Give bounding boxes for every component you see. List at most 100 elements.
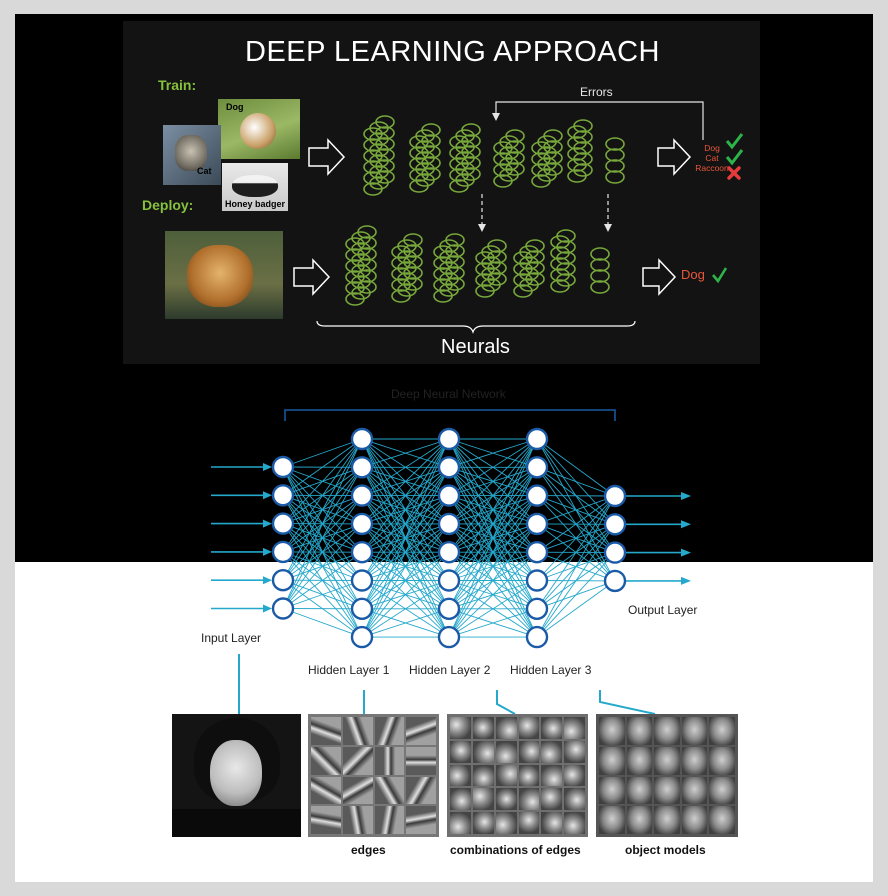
- errors-feedback-line: [495, 101, 704, 140]
- feature-cell: [599, 806, 625, 834]
- feature-cell: [406, 806, 436, 834]
- feature-cell: [311, 717, 341, 745]
- input-arrowhead: [263, 491, 272, 500]
- dnn-node: [525, 625, 549, 649]
- neuron: [403, 244, 423, 258]
- feature-cell: [495, 788, 517, 811]
- input-arrowhead: [263, 463, 272, 471]
- feature-cell: [450, 764, 471, 787]
- neuron: [605, 137, 625, 151]
- dnn-edge: [282, 438, 363, 609]
- dnn-edge: [361, 551, 450, 638]
- feature-cell: [541, 788, 563, 811]
- neuron: [375, 148, 395, 162]
- dnn-edge: [282, 608, 363, 638]
- train-output-arrow: [657, 138, 692, 176]
- feature-cell: [406, 776, 436, 805]
- edges-cells: [311, 717, 436, 834]
- input-arrowhead: [263, 576, 272, 585]
- dnn-edge: [361, 608, 450, 638]
- deploy-dog-photo: [165, 231, 283, 319]
- dnn-edge: [536, 495, 616, 553]
- neuron: [445, 244, 465, 258]
- dnn-edges: [211, 438, 691, 638]
- dnn-node: [525, 427, 549, 451]
- train-output-list: Dog Cat Raccoon: [690, 143, 734, 173]
- dashed-arrowhead-left: [478, 224, 486, 232]
- top-neuron-groups: [345, 115, 625, 306]
- output-arrowhead: [681, 520, 691, 529]
- neuron: [487, 239, 507, 253]
- feature-cell: [495, 740, 517, 763]
- feature-cell: [654, 776, 680, 805]
- dnn-node: [525, 597, 549, 620]
- neuron: [573, 119, 593, 133]
- dnn-node: [525, 541, 549, 564]
- dnn-node: [271, 569, 295, 592]
- caption-object-models: object models: [625, 843, 706, 857]
- neuron: [375, 137, 395, 151]
- neuron: [556, 229, 576, 243]
- feature-cell: [472, 740, 494, 763]
- dnn-node: [350, 456, 374, 479]
- dnn-edge: [361, 438, 450, 468]
- neuron: [375, 170, 395, 184]
- neuron: [590, 269, 610, 283]
- neuron: [556, 240, 576, 254]
- neuron: [543, 129, 563, 143]
- feature-cell: [495, 812, 517, 834]
- feature-cell: [406, 717, 436, 745]
- neuron: [461, 123, 481, 137]
- feature-cell: [654, 717, 680, 745]
- neuron: [461, 145, 481, 159]
- dnn-edge: [448, 467, 538, 638]
- dnn-nodes: [271, 427, 627, 649]
- object-models-grid: [596, 714, 738, 837]
- neuron: [461, 134, 481, 148]
- feature-cell: [654, 746, 680, 775]
- feature-cell: [654, 806, 680, 834]
- dnn-edge: [282, 551, 363, 609]
- feature-cell: [495, 764, 517, 787]
- neuron: [487, 272, 507, 286]
- dnn-node: [525, 484, 549, 507]
- dnn-node: [437, 456, 461, 479]
- neuron: [525, 239, 545, 253]
- feature-cell: [342, 717, 373, 745]
- dnn-node: [437, 625, 461, 649]
- dnn-edge: [536, 438, 616, 497]
- output-arrowhead: [681, 548, 691, 557]
- dnn-edge: [536, 580, 616, 638]
- dnn-edge: [282, 523, 363, 609]
- canvas: DEEP LEARNING APPROACH Train: Deploy: Do…: [15, 14, 873, 882]
- dnn-edge: [448, 438, 538, 581]
- dog-photo: Dog: [218, 99, 300, 159]
- train-output-cat: Cat: [705, 153, 719, 163]
- dnn-node: [525, 569, 549, 592]
- deploy-output-arrow: [642, 258, 677, 296]
- connector-hidden3: [599, 690, 656, 715]
- caption-edges: edges: [351, 843, 386, 857]
- dnn-edge: [361, 438, 450, 553]
- neuron: [487, 261, 507, 275]
- dnn-edge: [361, 438, 450, 581]
- dnn-node: [271, 455, 295, 479]
- dnn-edge: [361, 467, 450, 638]
- cat-photo: Cat: [163, 125, 221, 185]
- cross-icon: [727, 166, 741, 180]
- neuron: [605, 170, 625, 184]
- neuron: [573, 130, 593, 144]
- hidden-layer-3-label: Hidden Layer 3: [510, 663, 592, 677]
- dnn-edge: [361, 438, 450, 610]
- feature-cell: [599, 776, 625, 805]
- neuron: [421, 134, 441, 148]
- face-photo: [172, 714, 301, 837]
- neuron: [357, 258, 377, 272]
- dnn-title: Deep Neural Network: [391, 387, 506, 401]
- dnn-edge: [361, 495, 450, 638]
- dnn-edge: [448, 438, 538, 468]
- dnn-node: [437, 569, 461, 592]
- check-icon: [725, 149, 744, 166]
- neuron: [605, 148, 625, 162]
- feature-cell: [681, 717, 708, 745]
